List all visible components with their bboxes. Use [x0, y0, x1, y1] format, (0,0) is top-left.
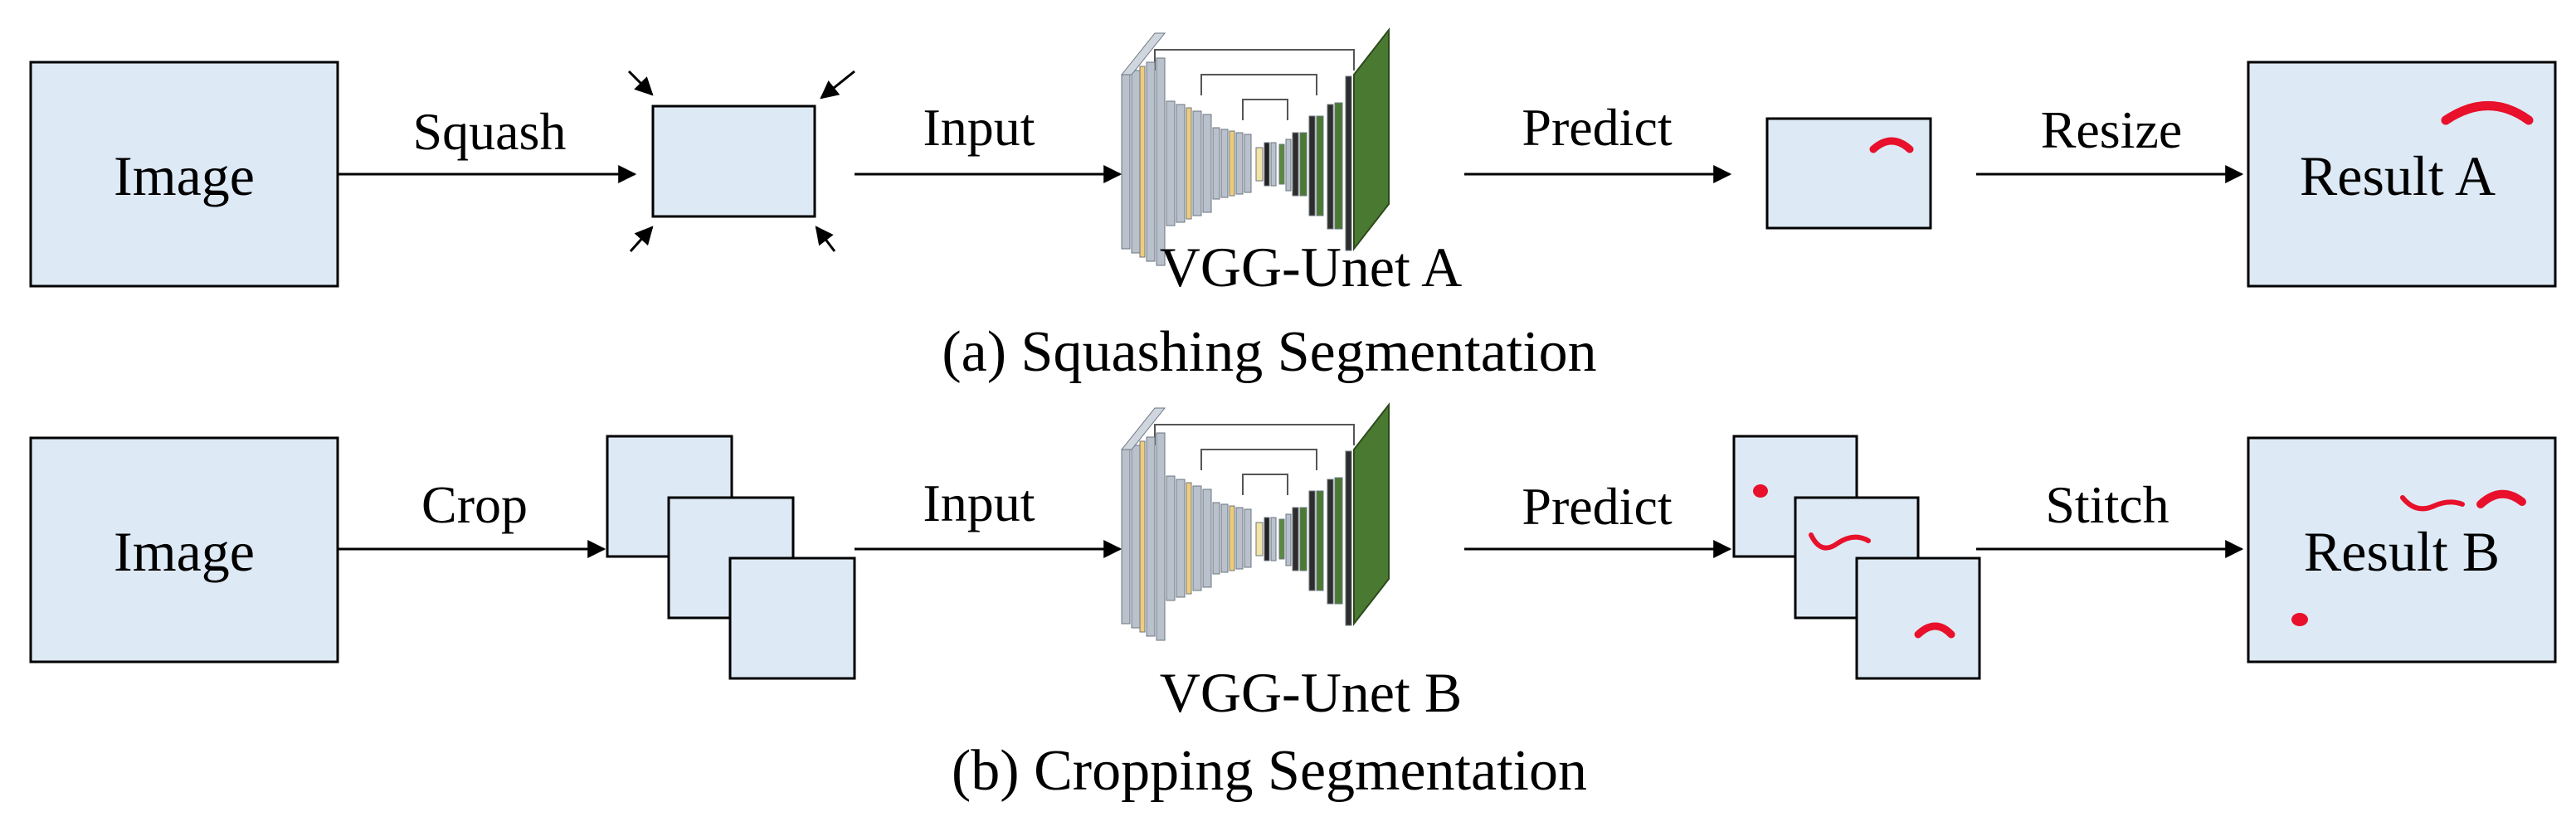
network-layer — [1299, 132, 1307, 197]
network-layer — [1192, 110, 1202, 216]
network-layer — [1192, 485, 1202, 591]
row-a: Image Squash Input VGG-Unet A Predict Re… — [29, 27, 2557, 384]
unet-architecture-icon — [1120, 27, 1390, 266]
unet-architecture-icon — [1120, 402, 1390, 641]
output-layer — [1353, 27, 1390, 251]
network-layer — [1264, 517, 1270, 561]
red-stroke-icon — [1869, 137, 1914, 153]
network-layer — [1264, 142, 1270, 187]
network-layer — [1345, 450, 1352, 626]
network-label-a: VGG-Unet A — [1160, 236, 1463, 299]
row-b: Image Crop Input VGG-Unet B Predict Stit… — [29, 402, 2557, 803]
network-layer — [1166, 100, 1176, 226]
result-box-a — [2247, 61, 2557, 288]
inward-arrows-icon — [627, 70, 855, 253]
network-layer — [1316, 490, 1324, 591]
network-layer — [1308, 115, 1316, 216]
network-layer — [1212, 127, 1220, 200]
network-layer — [1285, 513, 1292, 566]
network-layer — [1244, 134, 1252, 193]
skip-connection — [1200, 449, 1317, 470]
network-layer — [1235, 132, 1244, 195]
network-layer — [1229, 130, 1235, 197]
red-stroke-icon — [2400, 495, 2465, 512]
network-label-b: VGG-Unet B — [1160, 661, 1463, 724]
network-layer — [1334, 477, 1343, 605]
network-layer — [1244, 508, 1252, 568]
network-layer — [1270, 517, 1277, 561]
input-image-box-b — [29, 436, 339, 663]
predicted-tiles — [1732, 435, 1981, 680]
network-layer — [1202, 114, 1212, 213]
network-layer — [1299, 507, 1307, 571]
network-layer — [1327, 479, 1334, 605]
network-layer — [1166, 475, 1176, 601]
network-layer — [1120, 407, 1166, 450]
network-layer — [1345, 75, 1352, 251]
caption-a: (a) Squashing Segmentation — [942, 320, 1596, 384]
network-layer — [1278, 143, 1285, 185]
network-layer — [1186, 107, 1192, 220]
network-layer — [1146, 436, 1156, 637]
network-layer — [1292, 507, 1299, 571]
skip-connection — [1154, 424, 1355, 445]
network-layer — [1156, 432, 1166, 641]
network-layer — [1220, 503, 1229, 573]
network-layer — [1270, 142, 1277, 187]
predict-label-b: Predict — [1522, 477, 1673, 536]
network-layer — [1131, 445, 1141, 629]
network-layer — [1139, 66, 1146, 258]
network-layer — [1121, 449, 1131, 625]
network-layer — [1176, 104, 1186, 223]
input-label-b: Input — [923, 474, 1035, 532]
red-stroke-icon — [2291, 613, 2308, 626]
skip-connection — [1242, 474, 1288, 495]
skip-connection — [1154, 49, 1355, 70]
stitch-label: Stitch — [2045, 475, 2169, 534]
network-layer — [1255, 147, 1264, 182]
network-layer — [1131, 70, 1141, 254]
network-layer — [1139, 440, 1146, 633]
resize-label: Resize — [2041, 100, 2183, 159]
network-layer — [1327, 104, 1334, 230]
result-label-b: Result B — [2304, 520, 2500, 583]
caption-b: (b) Cropping Segmentation — [952, 739, 1587, 803]
predict-label-a: Predict — [1522, 98, 1673, 157]
network-layer — [1308, 490, 1316, 591]
skip-connection — [1242, 99, 1288, 120]
red-stroke-icon — [2441, 101, 2534, 125]
network-layer — [1176, 479, 1186, 598]
network-layer — [1156, 57, 1166, 266]
input-image-box-a — [29, 61, 339, 288]
output-layer — [1353, 402, 1390, 626]
network-layer — [1121, 74, 1131, 250]
result-label-a: Result A — [2300, 144, 2496, 207]
network-layer — [1235, 507, 1244, 570]
cropped-tiles — [606, 435, 856, 680]
network-layer — [1255, 522, 1264, 557]
network-layer — [1186, 482, 1192, 595]
network-layer — [1316, 115, 1324, 216]
squashed-image-box — [651, 104, 816, 218]
network-layer — [1229, 505, 1235, 571]
network-layer — [1285, 139, 1292, 192]
network-layer — [1220, 129, 1229, 198]
input-image-label-a: Image — [114, 144, 255, 207]
network-layer — [1120, 32, 1166, 75]
crop-label: Crop — [421, 475, 528, 534]
network-layer — [1292, 132, 1299, 197]
network-layer — [1146, 61, 1156, 262]
input-label-a: Input — [923, 98, 1035, 157]
prediction-box-a — [1765, 117, 1932, 230]
red-stroke-icon — [2476, 489, 2526, 508]
input-image-label-b: Image — [114, 520, 255, 583]
network-layer — [1212, 502, 1220, 575]
squash-label: Squash — [413, 102, 567, 161]
network-layer — [1202, 488, 1212, 588]
network-layer — [1278, 518, 1285, 560]
network-layer — [1334, 102, 1343, 230]
skip-connection — [1200, 74, 1317, 95]
